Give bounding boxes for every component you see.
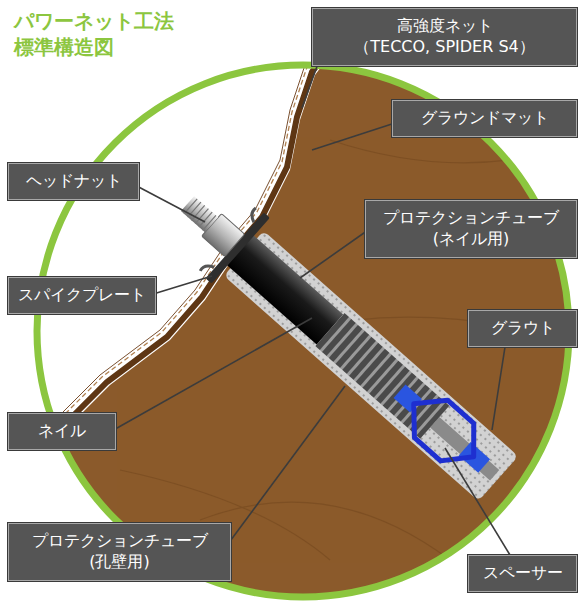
part-name: プロテクションチューブ (ネイル用)	[374, 208, 568, 250]
label-box: スペーサー	[468, 555, 577, 592]
label-box: プロテクションチューブ (孔壁用)	[8, 523, 231, 581]
label-box: スパイクプレート	[8, 277, 156, 314]
part-name: スパイクプレート	[17, 285, 147, 306]
part-name: ヘッドナット	[17, 171, 130, 192]
part-name: ネイル	[17, 421, 107, 442]
part-name: グラウト	[477, 318, 568, 339]
title: パワーネット工法 標準構造図	[14, 8, 174, 60]
part-name: 高強度ネット （TECCO, SPIDER S4）	[321, 16, 568, 58]
part-name: グラウンドマット	[401, 108, 568, 129]
label-box: プロテクションチューブ (ネイル用)	[365, 200, 577, 258]
label-box: 高強度ネット （TECCO, SPIDER S4）	[312, 8, 577, 66]
part-name: プロテクションチューブ (孔壁用)	[17, 531, 222, 573]
label-box: グラウト	[468, 310, 577, 347]
label-box: ヘッドナット	[8, 163, 139, 200]
label-box: ネイル	[8, 413, 116, 450]
part-name: スペーサー	[477, 563, 568, 584]
label-box: グラウンドマット	[392, 100, 577, 137]
